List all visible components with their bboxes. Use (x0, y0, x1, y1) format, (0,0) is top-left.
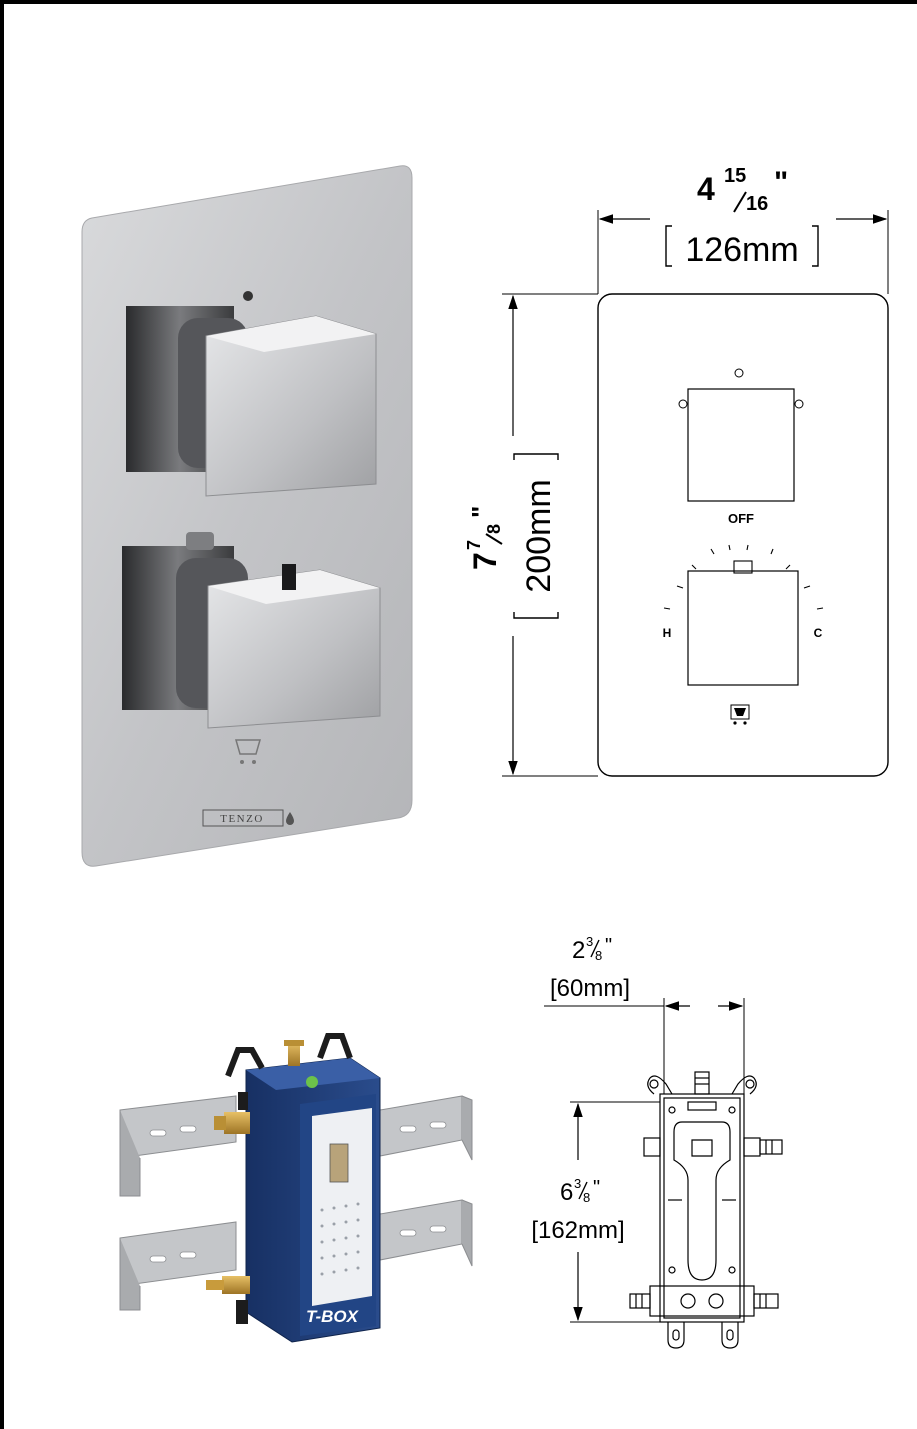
trim-height-dimension: 7 7 8 " 200mm (464, 293, 598, 777)
tbox-height-dimension: 6 3 8 " [162mm] (531, 1101, 660, 1323)
svg-text:126mm: 126mm (685, 231, 798, 269)
svg-text:6: 6 (560, 1179, 573, 1206)
certification-mark-drawing (730, 704, 750, 725)
trim-plate (81, 165, 413, 867)
tenzo-logo: TENZO (202, 809, 294, 827)
svg-text:": " (593, 1177, 600, 1199)
brass-fittings (206, 1092, 250, 1324)
trim-plate-photo: TENZO (81, 165, 413, 867)
svg-text:7: 7 (467, 552, 503, 570)
svg-text:": " (605, 935, 612, 957)
svg-text:": " (774, 166, 788, 199)
tbox-label-panel (312, 1108, 372, 1306)
svg-text:16: 16 (746, 193, 768, 215)
svg-text:4: 4 (697, 171, 715, 207)
mounting-rails (119, 1095, 473, 1311)
trim-plate-drawing: OFF H C (597, 293, 889, 777)
off-label: OFF (728, 511, 754, 526)
svg-text:2: 2 (572, 937, 585, 964)
svg-text:[60mm]: [60mm] (550, 975, 630, 1002)
svg-text:3: 3 (586, 934, 593, 949)
tbox-logo: T-BOX (306, 1307, 360, 1326)
svg-text:7: 7 (464, 540, 484, 550)
svg-text:3: 3 (574, 1176, 581, 1191)
tbox-drawing (629, 1071, 783, 1349)
svg-text:200mm: 200mm (520, 479, 558, 592)
diverter-knob (126, 291, 377, 497)
svg-text:15: 15 (724, 165, 746, 187)
cold-label: C (814, 626, 823, 640)
svg-text:TENZO: TENZO (220, 813, 264, 825)
certification-mark (235, 739, 261, 764)
svg-text:8: 8 (583, 1190, 590, 1205)
tbox-depth-dimension: 2 3 8 " [60mm] (544, 934, 745, 1094)
svg-text:": " (466, 506, 496, 518)
svg-text:[162mm]: [162mm] (531, 1217, 624, 1244)
trim-outline (597, 293, 889, 777)
svg-text:8: 8 (595, 948, 602, 963)
temperature-ticks (663, 544, 824, 610)
trim-width-dimension: 4 15 16 " 126mm (597, 165, 889, 294)
temperature-knob (122, 532, 381, 729)
tbox-outline (659, 1093, 745, 1323)
svg-text:8: 8 (484, 524, 504, 534)
hot-label: H (663, 626, 672, 640)
tbox-photo: T-BOX (119, 1033, 473, 1343)
